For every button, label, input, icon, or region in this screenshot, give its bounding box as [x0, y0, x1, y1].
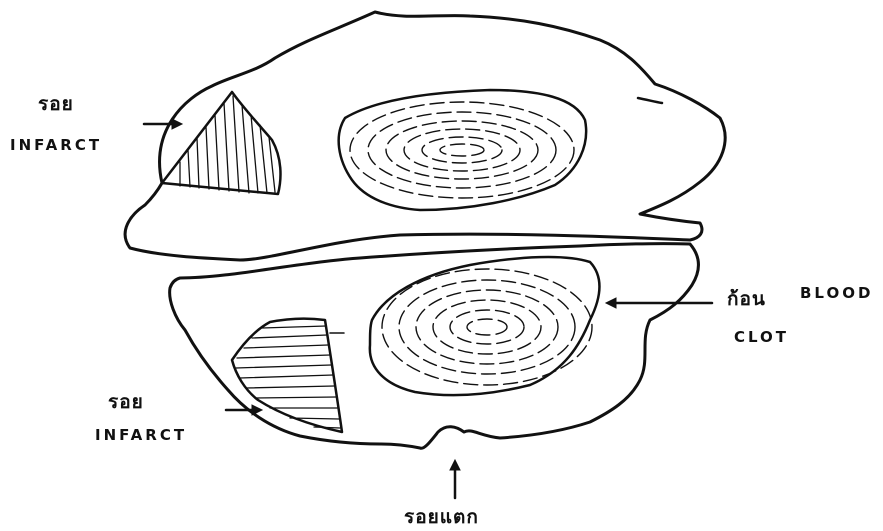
upper-lobe-crease — [638, 98, 662, 103]
label-infarct-top-eng: INFARCT — [10, 136, 102, 154]
upper-clot-laminations — [350, 102, 574, 198]
arrow-fissure — [450, 460, 460, 498]
arrow-blood-clot — [606, 298, 712, 308]
label-fissure-thai: รอยแตก — [404, 502, 479, 531]
label-clot-eng-blood: BLOOD — [800, 284, 873, 302]
label-clot-eng-clot: CLOT — [734, 328, 789, 346]
label-infarct-bottom-eng: INFARCT — [95, 426, 187, 444]
label-infarct-top-thai: รอย — [38, 89, 74, 119]
lower-clot-laminations — [382, 269, 592, 385]
label-infarct-bottom-thai: รอย — [108, 387, 144, 417]
infarct-top-hatching — [180, 96, 275, 193]
label-clot-thai: ก้อน — [727, 284, 766, 314]
arrow-infarct-top — [144, 119, 182, 129]
upper-lobe-outline — [125, 12, 725, 260]
upper-clot-outline — [339, 90, 586, 210]
